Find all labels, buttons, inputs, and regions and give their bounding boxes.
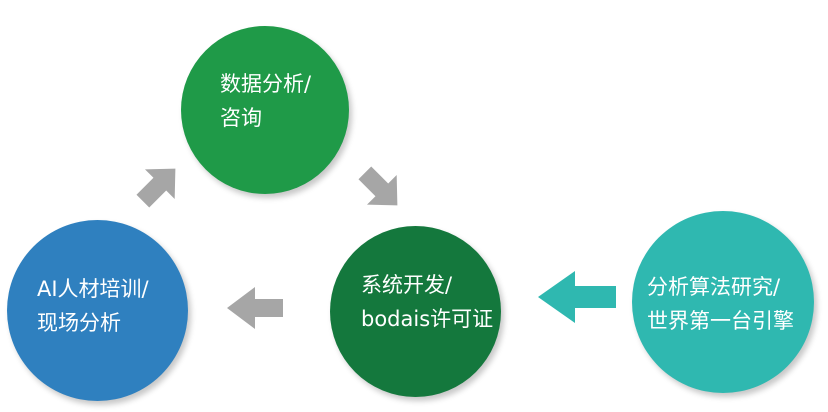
label-data-analysis-line1: 数据分析/ (220, 72, 312, 96)
node-system-development (330, 226, 501, 397)
arrow-up-right-icon (136, 168, 176, 208)
label-ai-training-line2: 现场分析 (37, 311, 121, 335)
label-data-analysis: 数据分析/ 咨询 (220, 67, 311, 135)
label-algorithm-research-line1: 分析算法研究/ (647, 275, 781, 299)
label-algorithm-research-line2: 世界第一台引擎 (647, 309, 794, 333)
arrow-left-icon (227, 287, 283, 329)
label-data-analysis-line2: 咨询 (220, 106, 262, 130)
label-system-development: 系统开发/ bodais许可证 (361, 268, 493, 336)
arrow-left-teal-icon (538, 271, 616, 323)
label-algorithm-research: 分析算法研究/ 世界第一台引擎 (647, 270, 794, 338)
label-ai-training: AI人材培训/ 现场分析 (37, 272, 149, 340)
node-data-analysis (181, 26, 349, 194)
label-system-development-line2: bodais许可证 (361, 307, 494, 331)
node-algorithm-research (632, 211, 814, 393)
label-ai-training-line1: AI人材培训/ (37, 277, 149, 301)
node-ai-training (7, 220, 188, 401)
label-system-development-line1: 系统开发/ (361, 273, 453, 297)
arrow-down-right-icon (358, 166, 398, 206)
